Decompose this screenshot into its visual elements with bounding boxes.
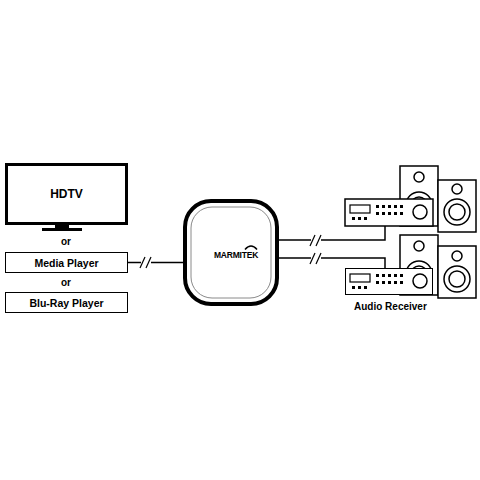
receiver-knob — [413, 205, 427, 219]
tv-base — [42, 228, 82, 231]
receiver-knob — [413, 274, 427, 288]
or-label: or — [61, 277, 71, 288]
speaker-woofer — [444, 199, 470, 225]
top-receiver — [345, 199, 433, 226]
logo-arc — [245, 246, 257, 250]
node-text: HDTV — [50, 187, 83, 201]
tv-screen: HDTV — [5, 163, 128, 225]
or-label: or — [61, 236, 71, 247]
break-mark — [140, 257, 151, 268]
audio-cable — [279, 226, 385, 240]
bottom-receiver-panel — [345, 268, 433, 295]
receiver-body — [345, 268, 433, 295]
speaker-tweeter — [452, 184, 462, 194]
break-mark — [310, 235, 321, 246]
source-box: Media Player — [5, 252, 128, 273]
speaker-tweeter — [414, 172, 424, 182]
speaker-woofer — [444, 266, 470, 292]
receiver-display — [350, 274, 370, 282]
speaker-tweeter — [452, 251, 462, 261]
receiver-buttons — [352, 205, 403, 220]
signal-cable — [128, 262, 183, 264]
speaker-cabinet — [438, 246, 476, 298]
audio-receiver: Audio Receiver — [345, 268, 433, 295]
speaker-cone — [449, 204, 465, 220]
signal-cable — [279, 258, 385, 268]
node-text: Blu-Ray Player — [29, 297, 103, 309]
break-mark — [310, 253, 321, 264]
extractor-unit: MARMITEK — [183, 199, 279, 306]
device-caption: Audio Receiver — [354, 301, 427, 312]
source-box: Blu-Ray Player — [5, 292, 128, 313]
speaker-cabinet — [438, 180, 476, 232]
receiver-buttons — [352, 274, 403, 289]
receiver-display — [350, 205, 370, 213]
speaker-tweeter — [414, 241, 424, 251]
receiver-body — [345, 199, 433, 226]
brand-logo: MARMITEK — [214, 250, 258, 260]
node-text: Media Player — [34, 257, 98, 269]
speaker-cone — [449, 271, 465, 287]
